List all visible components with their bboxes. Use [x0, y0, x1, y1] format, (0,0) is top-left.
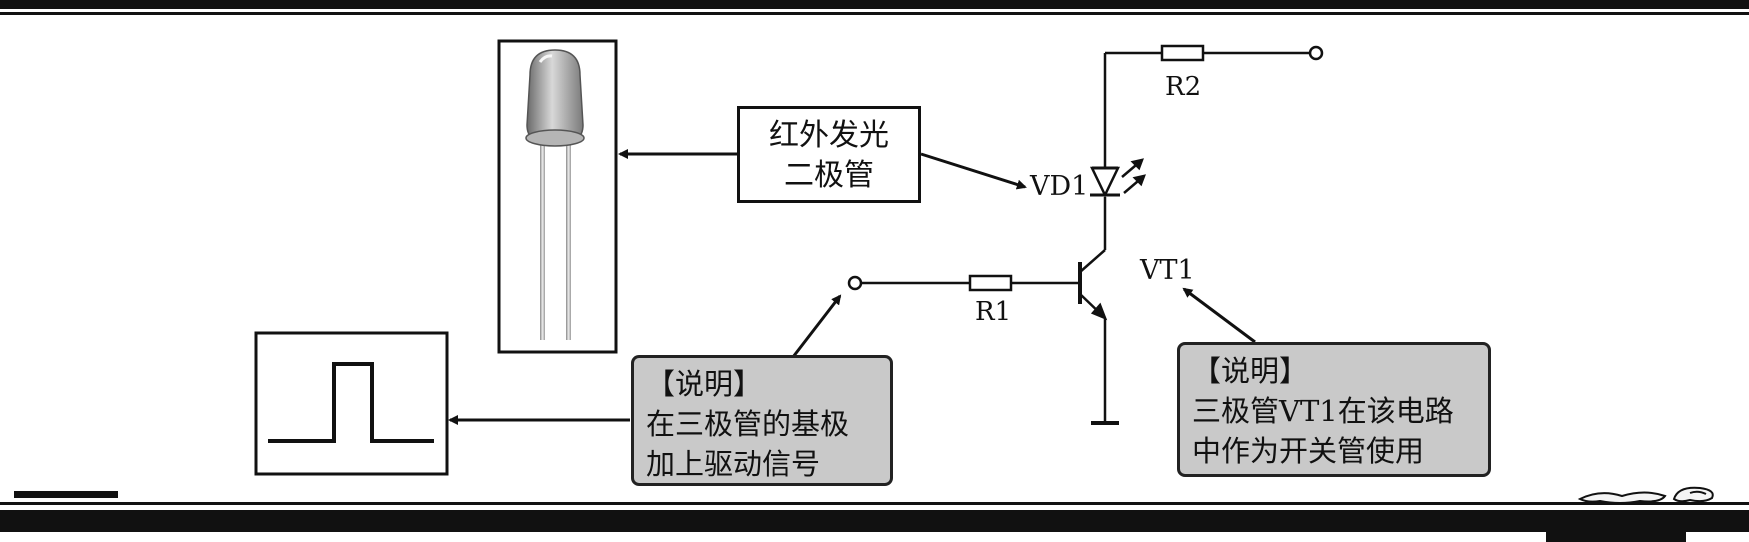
- note-right: 【说明】 三极管VT1在该电路 中作为开关管使用: [1177, 342, 1491, 477]
- transistor-vt1-symbol: [1078, 249, 1108, 321]
- note-left-line1: 在三极管的基极: [646, 407, 850, 441]
- label-r1: R1: [975, 297, 1011, 327]
- note-right-title: 【说明】: [1192, 354, 1309, 388]
- note-right-line2: 中作为开关管使用: [1192, 434, 1425, 468]
- arrow-to-vd1: [920, 152, 1027, 190]
- led-vd1-symbol: [1090, 158, 1146, 198]
- scroll-ornament-icon: [1577, 486, 1714, 504]
- top-border: [0, 0, 1749, 15]
- pulse-waveform: [254, 331, 449, 476]
- arrow-to-input-terminal: [791, 294, 842, 358]
- resistor-r2: [1160, 44, 1205, 62]
- bottom-border: [0, 491, 1749, 542]
- terminal-input: [847, 275, 863, 291]
- label-r2: R2: [1165, 72, 1201, 102]
- resistor-r1: [968, 274, 1013, 292]
- led-callout-box: 红外发光 二极管: [737, 106, 921, 203]
- terminal-supply: [1308, 45, 1324, 61]
- circuit-wiring: [862, 51, 1309, 425]
- note-left: 【说明】 在三极管的基极 加上驱动信号: [631, 355, 893, 486]
- led-photo: [497, 39, 618, 354]
- note-left-line2: 加上驱动信号: [646, 447, 821, 481]
- note-right-line1: 三极管VT1在该电路: [1192, 394, 1454, 428]
- led-callout-line1: 红外发光: [769, 118, 889, 153]
- arrow-to-vt1: [1182, 287, 1256, 344]
- label-vd1: VD1: [1029, 171, 1088, 202]
- arrows: [448, 149, 1256, 425]
- label-vt1: VT1: [1139, 255, 1195, 286]
- led-callout-line2: 二极管: [784, 158, 874, 193]
- note-left-title: 【说明】: [646, 367, 763, 401]
